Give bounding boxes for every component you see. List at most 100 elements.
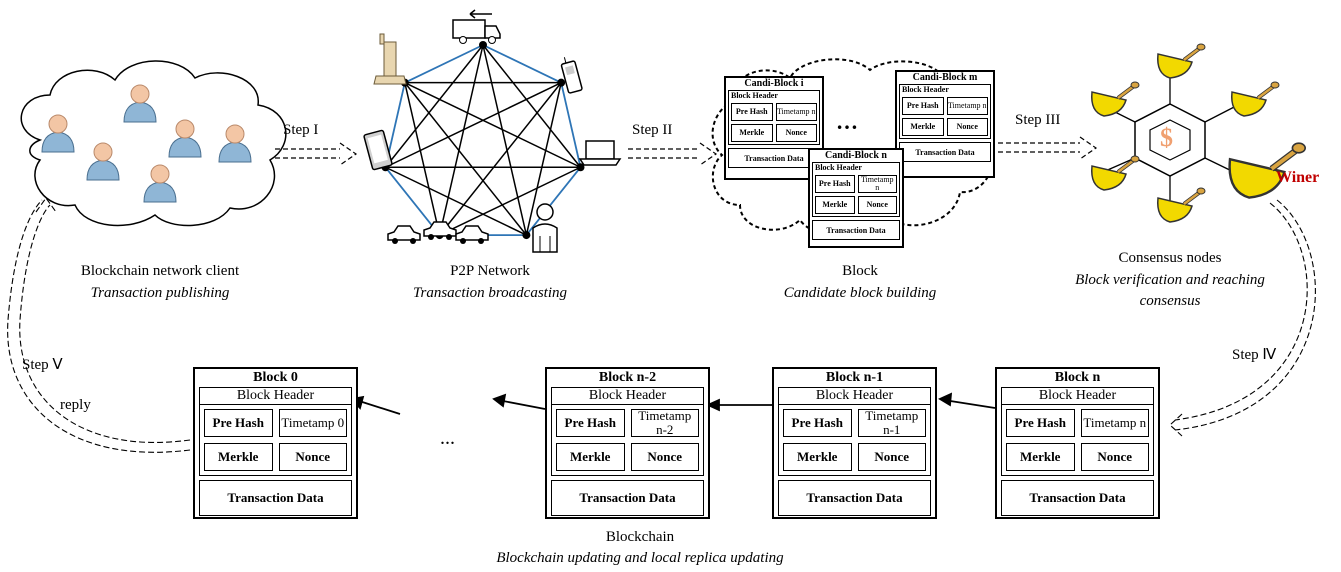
- step3-label: Step III: [1015, 112, 1061, 128]
- network-node: [576, 163, 585, 172]
- transaction-data-cell: Transaction Data: [728, 148, 820, 168]
- car-icon: [387, 225, 421, 245]
- chain-subtitle: Blockchain updating and local replica up…: [496, 550, 784, 566]
- transaction-data-cell: Transaction Data: [551, 480, 704, 516]
- shovel-icon: [1155, 186, 1207, 224]
- candidate-ellipsis: …: [836, 109, 858, 134]
- merkle-cell: Merkle: [1006, 443, 1075, 471]
- timestamp-cell: Timetamp 0: [278, 409, 347, 437]
- shovel-icon: [1155, 42, 1207, 80]
- block-header-label: Block Header: [552, 388, 703, 405]
- prehash-cell: Pre Hash: [902, 97, 944, 115]
- industrial-tower-icon: [373, 33, 407, 85]
- candidate-block-m: Candi-Block m Block Header Pre Hash Time…: [895, 70, 995, 178]
- merkle-cell: Merkle: [204, 443, 273, 471]
- network-link: [439, 82, 562, 236]
- block-title: Block n-2: [598, 370, 657, 385]
- step5-label: Step Ⅴ: [22, 357, 63, 373]
- network-outer-edge: [384, 166, 441, 236]
- nonce-cell: Nonce: [857, 196, 897, 214]
- block-header: Block Header Pre Hash Timetamp n-1 Merkl…: [778, 387, 931, 476]
- network-link: [482, 44, 528, 236]
- prehash-cell: Pre Hash: [731, 103, 773, 121]
- consensus-title: Consensus nodes: [1118, 250, 1222, 266]
- transaction-data-cell: Transaction Data: [778, 480, 931, 516]
- network-node: [522, 231, 531, 240]
- step4-arrow: [1169, 199, 1316, 437]
- step1-label: Step I: [283, 122, 319, 138]
- merkle-cell: Merkle: [731, 124, 773, 142]
- timestamp-cell: Timetamp n: [946, 97, 988, 115]
- client-title: Blockchain network client: [80, 263, 240, 279]
- candidate-block-header: Block Header Pre Hash Timetamp n Merkle …: [728, 90, 820, 145]
- network-link: [439, 166, 581, 236]
- network-link: [482, 44, 582, 168]
- network-link: [404, 82, 527, 236]
- car-icon: [455, 225, 489, 245]
- block-header-label: Block Header: [1002, 388, 1153, 405]
- cloud-icon: [20, 60, 287, 227]
- chain-block-n-2: Block n-2 Block Header Pre Hash Timetamp…: [545, 367, 710, 519]
- merkle-cell: Merkle: [556, 443, 625, 471]
- block-header-label: Block Header: [779, 388, 930, 405]
- chain-block-n-1: Block n-1 Block Header Pre Hash Timetamp…: [772, 367, 937, 519]
- step1-arrow: [275, 142, 358, 166]
- network-link: [385, 81, 562, 168]
- block-title: Block: [842, 263, 878, 279]
- person-icon: [532, 203, 558, 253]
- transaction-data-cell: Transaction Data: [899, 142, 991, 162]
- shovel-icon: [1089, 80, 1141, 118]
- candidate-block-i: Candi-Block i Block Header Pre Hash Time…: [724, 76, 824, 180]
- candidate-block-header: Block Header Pre Hash Timetamp n Merkle …: [812, 162, 900, 217]
- p2p-network: [381, 41, 585, 240]
- candidate-block-n: Candi-Block n Block Header Pre Hash Time…: [808, 148, 904, 248]
- car-icons: [387, 221, 489, 245]
- prehash-cell: Pre Hash: [556, 409, 625, 437]
- client-subtitle: Transaction publishing: [90, 285, 230, 301]
- prehash-cell: Pre Hash: [204, 409, 273, 437]
- transaction-data-cell: Transaction Data: [199, 480, 352, 516]
- block-header: Block Header Pre Hash Timetamp n-2 Merkl…: [551, 387, 704, 476]
- consensus-subtitle-1: Block verification and reaching: [1075, 272, 1265, 288]
- block-title: Block 0: [253, 370, 298, 385]
- dollar-symbol: $: [1160, 123, 1173, 152]
- step5-arrow: [7, 197, 191, 453]
- network-link: [384, 44, 484, 168]
- timestamp-cell: Timetamp n: [775, 103, 817, 121]
- merkle-cell: Merkle: [815, 196, 855, 214]
- chain-arrows: [350, 392, 996, 415]
- nonce-cell: Nonce: [775, 124, 817, 142]
- block-title: Block n: [1054, 370, 1101, 385]
- candidate-header-label: Block Header: [731, 91, 778, 100]
- network-outer-edge: [404, 44, 484, 84]
- timestamp-cell: Timetamp n-2: [630, 409, 699, 437]
- block-header: Block Header Pre Hash Timetamp 0 Merkle …: [199, 387, 352, 476]
- coin-icon: [1134, 103, 1206, 177]
- merkle-cell: Merkle: [902, 118, 944, 136]
- shovel-icon: [1089, 154, 1141, 192]
- chain-ellipsis: ...: [440, 427, 455, 449]
- merkle-cell: Merkle: [783, 443, 852, 471]
- network-node: [479, 41, 487, 49]
- network-link: [404, 82, 441, 236]
- block-subtitle: Candidate block building: [783, 285, 937, 301]
- candidate-header-label: Block Header: [902, 85, 949, 94]
- block-header: Block Header Pre Hash Timetamp n Merkle …: [1001, 387, 1154, 476]
- candidate-block-title: Candi-Block i: [744, 78, 804, 89]
- p2p-subtitle: Transaction broadcasting: [412, 285, 568, 301]
- block-title: Block n-1: [825, 370, 884, 385]
- nonce-cell: Nonce: [630, 443, 699, 471]
- block-header-label: Block Header: [200, 388, 351, 405]
- laptop-icon: [578, 140, 622, 166]
- prehash-cell: Pre Hash: [1006, 409, 1075, 437]
- timestamp-cell: Timetamp n: [1080, 409, 1149, 437]
- reply-label: reply: [60, 397, 91, 413]
- network-link: [525, 82, 562, 236]
- candidate-block-title: Candi-Block m: [912, 72, 978, 83]
- mobile-phone-icon: [560, 57, 583, 94]
- network-link: [385, 166, 527, 236]
- network-link: [438, 44, 484, 236]
- prehash-cell: Pre Hash: [815, 175, 855, 193]
- network-node: [557, 78, 566, 87]
- nonce-cell: Nonce: [946, 118, 988, 136]
